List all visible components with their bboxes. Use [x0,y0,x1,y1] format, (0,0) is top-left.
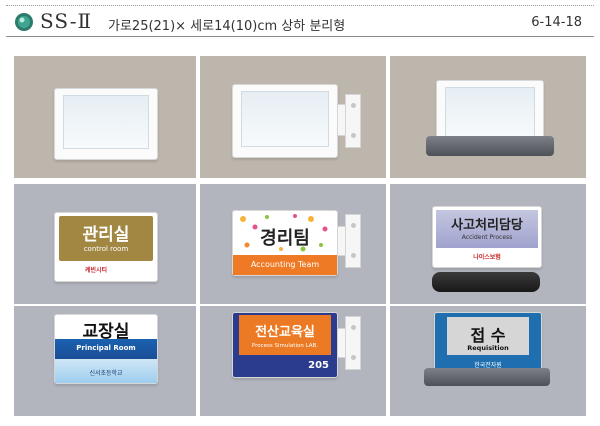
model-name: SS-Ⅱ [40,9,93,33]
training-sign-plate: 전산교육실 Process Simulation LAB. 205 [232,312,338,378]
desk-base [426,136,554,156]
admin-sign-subtitle: control room [83,245,129,253]
admin-sign-title: 관리실 [82,225,130,245]
desk-base [424,368,550,386]
wall-bracket [345,94,361,148]
desk-base [432,272,540,292]
cell-reception-sign: 접 수 Requisition 한국전자원 [390,306,586,416]
wall-bracket [345,214,361,268]
accident-sign-subtitle: Accident Process [461,234,513,241]
accounting-sign-title: 경리팀 [260,228,310,249]
admin-sign-logo: 케빈시티 [85,267,108,274]
training-sign-title: 전산교육실 [255,325,315,340]
reception-sign-plate: 접 수 Requisition 한국전자원 [434,312,542,376]
cell-accident-sign: 사고처리담당 Accident Process 나이스보험 [390,184,586,304]
reception-sign-logo: 한국전자원 [474,362,502,369]
cell-training-sign: 전산교육실 Process Simulation LAB. 205 [200,306,386,416]
wall-bracket [345,316,361,370]
accident-sign-plate: 사고처리담당 Accident Process 나이스보험 [432,206,542,268]
cell-blank-wall-sign [14,56,196,178]
product-code: 6-14-18 [531,15,582,30]
cell-admin-sign: 관리실 control room 케빈시티 [14,184,196,304]
blank-glass-plate [54,88,158,160]
cell-principal-sign: 교장실 Principal Room 신서초등학교 [14,306,196,416]
room-number: 205 [308,360,329,371]
product-description: 가로25(21)× 세로14(10)cm 상하 분리형 [108,19,346,34]
admin-sign-plate: 관리실 control room 케빈시티 [54,212,158,282]
header-top-rule [6,5,594,6]
principal-sign-plate: 교장실 Principal Room 신서초등학교 [54,314,158,384]
reception-sign-subtitle: Requisition [467,344,509,352]
training-sign-subtitle: Process Simulation LAB. [251,343,319,349]
blank-glass-plate [232,84,338,158]
accounting-sign-plate: 경리팀 Accounting Team [232,210,338,276]
reception-sign-title: 접 수 [470,326,506,345]
circle-logo-icon [15,13,33,31]
principal-sign-subtitle: Principal Room [76,344,136,352]
principal-sign-title: 교장실 [82,322,130,342]
accident-sign-logo: 나이스보험 [473,254,501,261]
cell-accounting-sign: 경리팀 Accounting Team [200,184,386,304]
accounting-sign-subtitle: Accounting Team [250,260,320,269]
header-bottom-rule [6,36,594,37]
principal-sign-footer: 신서초등학교 [89,370,123,377]
confetti-dots-icon [240,214,328,252]
cell-blank-desk-sign [390,56,586,178]
cell-blank-projecting-sign [200,56,386,178]
accident-sign-title: 사고처리담당 [451,218,523,233]
